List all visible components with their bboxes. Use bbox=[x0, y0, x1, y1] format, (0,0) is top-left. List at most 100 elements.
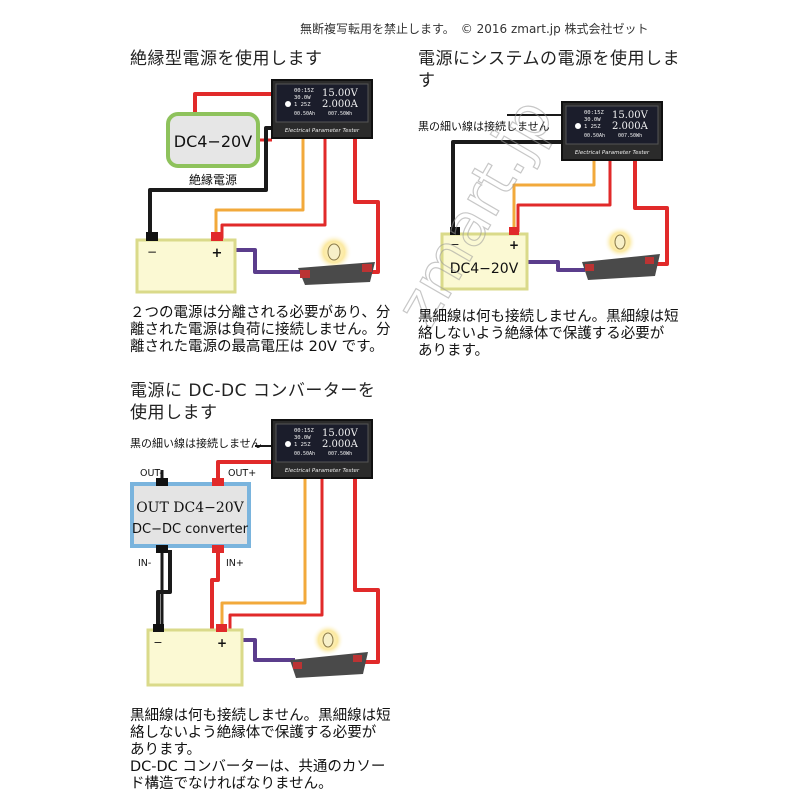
meter-indicator-icon bbox=[285, 441, 291, 447]
s1-battery-positive-terminal bbox=[211, 232, 223, 241]
meter-time: 00:15Z bbox=[584, 110, 605, 116]
s1-supply-caption: 絶縁電源 bbox=[189, 172, 237, 187]
section1-description-line: ２つの電源は分離される必要があり、分 bbox=[130, 305, 391, 321]
meter-temp: 1 25Z bbox=[294, 102, 311, 108]
section3-wires bbox=[156, 445, 380, 664]
s3-battery-positive-terminal bbox=[216, 624, 227, 632]
section1-description: ２つの電源は分離される必要があり、分 離された電源は負荷に接続しません。分 離さ… bbox=[130, 305, 400, 356]
section2-description-line: あります。 bbox=[418, 343, 490, 359]
s3-converter-label-1: OUT DC4−20V bbox=[136, 500, 244, 516]
s2-battery-label: DC4−20V bbox=[450, 261, 519, 277]
section2-description: 黒細線は何も接続しません。黒細線は短 絡しないよう絶縁体で保護する必要が ありま… bbox=[418, 309, 708, 360]
s3-in-minus-label: IN- bbox=[138, 558, 151, 569]
s1-battery bbox=[135, 238, 237, 294]
s2-output-wire bbox=[633, 158, 669, 266]
meter-wh: 007.50Wh bbox=[618, 133, 642, 139]
section2-description-line: 絡しないよう絶縁体で保護する必要が bbox=[418, 326, 665, 342]
s3-in-plus-terminal bbox=[212, 545, 224, 553]
s3-out-minus-label: OUT- bbox=[140, 468, 163, 479]
meter-ah: 00.50Ah bbox=[294, 451, 315, 457]
s2-sense-wire bbox=[512, 158, 596, 232]
s2-minus-sign: − bbox=[450, 238, 459, 251]
s2-battery bbox=[440, 232, 529, 291]
meter-current: 2.000A bbox=[612, 121, 649, 132]
meter-screen bbox=[275, 83, 369, 123]
section1-wires bbox=[148, 92, 380, 274]
s2-negative-wire bbox=[451, 140, 562, 232]
meter-current: 2.000A bbox=[322, 439, 359, 450]
section2-heading-line2: す bbox=[418, 71, 436, 91]
isolated-power-supply bbox=[166, 112, 260, 168]
s2-battery-positive-terminal bbox=[509, 227, 519, 235]
s3-battery-negative-terminal bbox=[153, 624, 164, 632]
meter-voltage: 15.00V bbox=[612, 110, 649, 121]
meter-label: Electrical Parameter Tester bbox=[285, 128, 360, 134]
section3-description-line: 黒細線は何も接続しません。黒細線は短 bbox=[130, 708, 391, 724]
dc-dc-converter bbox=[130, 482, 251, 548]
meter-indicator-icon bbox=[285, 101, 291, 107]
s1-negative-wire bbox=[148, 126, 272, 240]
s2-battery-negative-terminal bbox=[450, 227, 460, 235]
s3-in-minus-terminal bbox=[156, 545, 168, 553]
s3-sense-wire bbox=[220, 478, 307, 630]
s2-load-wire bbox=[526, 260, 585, 272]
meter-power: 30.0W bbox=[294, 95, 311, 101]
meter-screen bbox=[565, 105, 659, 145]
s1-output-wire bbox=[353, 138, 380, 274]
s3-out-plus-terminal bbox=[212, 478, 224, 486]
s2-plus-sign: + bbox=[509, 238, 519, 252]
meter-current: 2.000A bbox=[322, 99, 359, 110]
s3-minus-sign: − bbox=[153, 636, 162, 649]
s2-black-note: 黒の細い線は接続しません bbox=[418, 119, 550, 133]
s1-supply-label: DC4−20V bbox=[174, 132, 252, 151]
s3-converter-out-positive-wire bbox=[216, 460, 272, 484]
s3-lamp-load bbox=[290, 624, 368, 678]
section2-wires bbox=[451, 114, 669, 272]
s3-load-wire bbox=[240, 638, 295, 662]
s1-plus-sign: + bbox=[212, 246, 223, 261]
s3-out-minus-terminal bbox=[156, 478, 168, 486]
s2-lamp-load bbox=[582, 226, 660, 280]
s3-battery bbox=[146, 628, 244, 687]
s1-sense-wire bbox=[214, 138, 305, 240]
s1-lamp-load bbox=[298, 234, 375, 285]
meter-wh: 007.50Wh bbox=[328, 111, 352, 117]
copyright-notice: 無断複写転用を禁止します。 © 2016 zmart.jp 株式会社ゼット bbox=[300, 22, 649, 36]
section3-description-line: 絡しないよう絶縁体で保護する必要が bbox=[130, 725, 377, 741]
meter-ah: 00.50Ah bbox=[584, 133, 605, 139]
s1-minus-sign: − bbox=[147, 245, 157, 259]
section3-description-line: ド構造でなければなりません。 bbox=[130, 776, 333, 792]
s3-out-plus-label: OUT+ bbox=[228, 468, 256, 479]
meter-label: Electrical Parameter Tester bbox=[285, 468, 360, 474]
section3-heading-line1: 電源に DC-DC コンバーターを bbox=[130, 381, 376, 401]
meter-temp: 1 25Z bbox=[584, 124, 601, 130]
meter-indicator-icon bbox=[575, 123, 581, 129]
section1-description-line: 離された電源の最高電圧は 20V です。 bbox=[130, 339, 384, 355]
meter-power: 30.0W bbox=[584, 117, 601, 123]
section3-heading-line2: 使用します bbox=[130, 403, 218, 423]
section2-description-line: 黒細線は何も接続しません。黒細線は短 bbox=[418, 309, 679, 325]
meter-power: 30.0W bbox=[294, 435, 311, 441]
meter-voltage: 15.00V bbox=[322, 88, 359, 99]
s3-negative-wire bbox=[156, 550, 172, 630]
section3-description: 黒細線は何も接続しません。黒細線は短 絡しないよう絶縁体で保護する必要が ありま… bbox=[130, 708, 420, 793]
section1-heading: 絶縁型電源を使用します bbox=[130, 49, 323, 69]
meter-time: 00:15Z bbox=[294, 428, 315, 434]
s1-battery-negative-terminal bbox=[146, 232, 158, 241]
section3-description-line: DC-DC コンバーターは、共通のカソー bbox=[130, 759, 386, 775]
meter-voltage: 15.00V bbox=[322, 428, 359, 439]
meter-screen bbox=[275, 423, 369, 463]
s3-in-plus-label: IN+ bbox=[226, 558, 244, 569]
meter-temp: 1 25Z bbox=[294, 442, 311, 448]
s1-load-wire bbox=[225, 248, 305, 274]
section3-description-line: あります。 bbox=[130, 742, 202, 758]
s3-black-note: 黒の細い線は接続しません bbox=[130, 436, 262, 450]
section1-description-line: 離された電源は負荷に接続しません。分 bbox=[130, 322, 391, 338]
s3-converter-label-2: DC−DC converter bbox=[132, 522, 249, 537]
section2-heading-line1: 電源にシステムの電源を使用しま bbox=[418, 49, 680, 69]
meter-time: 00:15Z bbox=[294, 88, 315, 94]
